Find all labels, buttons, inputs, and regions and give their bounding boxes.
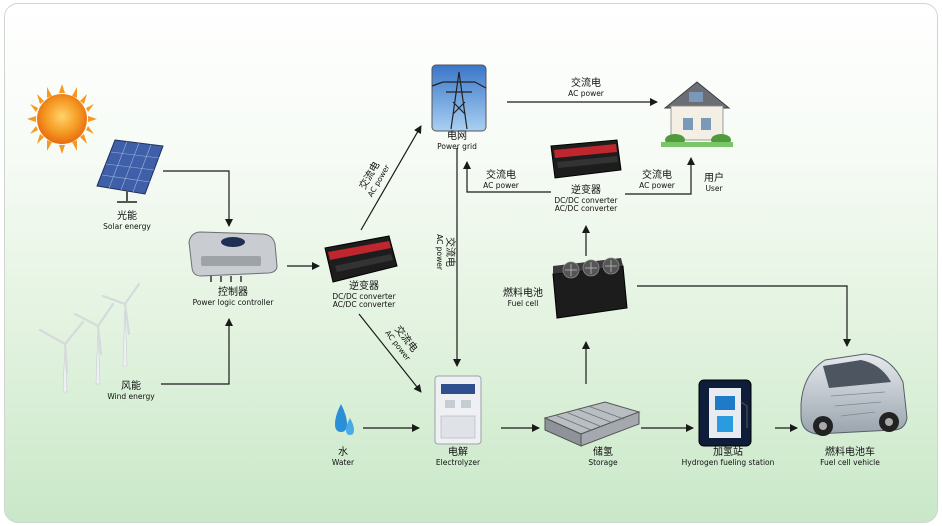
label-inverter-user-zh: 逆变器 <box>571 185 601 196</box>
label-vehicle-en: Fuel cell vehicle <box>820 457 880 467</box>
label-inverter-user-en1: DC/DC converter <box>554 195 618 205</box>
label-electrolyzer-zh: 电解 <box>448 447 468 458</box>
label-inverter-user-en2: AC/DC converter <box>554 204 618 214</box>
water-drop-icon <box>335 404 354 435</box>
arrow-wind-to-controller <box>161 318 233 385</box>
flow-arrows <box>161 98 851 432</box>
label-solar: 光能 Solar energy <box>97 211 157 231</box>
label-inverter-main: 逆变器 DC/DC converter AC/DC converter <box>319 281 409 310</box>
label-water: 水 Water <box>323 447 363 467</box>
label-grid-zh: 电网 <box>447 131 467 142</box>
edge-label-grid-to-house: 交流电 AC power <box>551 78 621 98</box>
edge-label-inverter-to-grid-2-zh: 交流电 <box>486 170 516 181</box>
fuel-station-icon <box>698 379 752 447</box>
label-wind-zh: 风能 <box>121 381 141 392</box>
controller-icon <box>188 231 278 282</box>
edge-label-grid-to-electrolyzer-zh: 交流电 <box>444 237 456 268</box>
edge-label-grid-to-electrolyzer-en: AC power <box>435 234 445 270</box>
edge-label-grid-to-house-en: AC power <box>568 88 604 98</box>
label-grid-en: Power grid <box>437 141 477 151</box>
storage-tank-icon <box>543 401 641 447</box>
label-vehicle: 燃料电池车 Fuel cell vehicle <box>805 447 895 467</box>
label-fuel-cell-en: Fuel cell <box>507 298 539 308</box>
electrolyzer-icon <box>434 375 482 445</box>
edge-label-grid-to-electrolyzer: 交流电 AC power <box>435 222 456 282</box>
fuel-cell-icon <box>552 257 628 319</box>
label-user-en: User <box>705 183 723 193</box>
label-wind: 风能 Wind energy <box>101 381 161 401</box>
label-station-zh: 加氢站 <box>713 447 743 458</box>
edge-label-inverter-to-user: 交流电 AC power <box>627 170 687 190</box>
label-water-en: Water <box>331 457 355 467</box>
label-inverter-user: 逆变器 DC/DC converter AC/DC converter <box>541 185 631 214</box>
arrow-inverter-to-electrolyzer <box>358 313 422 393</box>
house-icon <box>661 81 733 147</box>
label-controller-zh: 控制器 <box>218 287 248 298</box>
label-wind-en: Wind energy <box>107 391 155 401</box>
label-storage: 储氢 Storage <box>573 447 633 467</box>
label-user-zh: 用户 <box>704 173 724 184</box>
label-electrolyzer: 电解 Electrolyzer <box>425 447 491 467</box>
power-tower-icon <box>431 64 487 132</box>
flow-diagram <box>27 64 908 447</box>
edge-label-inverter-to-user-zh: 交流电 <box>642 170 672 181</box>
inverter-icon <box>550 139 622 179</box>
edge-label-inverter-to-user-en: AC power <box>639 180 675 190</box>
solar-panel-icon <box>96 139 164 203</box>
label-inverter-main-zh: 逆变器 <box>349 281 379 292</box>
label-solar-en: Solar energy <box>103 221 151 231</box>
label-storage-en: Storage <box>588 457 618 467</box>
arrow-fuelcell-to-vehicle <box>637 285 851 347</box>
label-fuel-cell: 燃料电池 Fuel cell <box>497 288 549 308</box>
edge-label-grid-to-house-zh: 交流电 <box>571 78 601 89</box>
car-icon <box>800 353 908 436</box>
diagram-frame: 光能 Solar energy 风能 Wind energy 控制器 Power… <box>4 3 938 523</box>
arrow-solar-to-controller <box>163 170 233 227</box>
edge-label-inverter-to-grid-2-en: AC power <box>483 180 519 190</box>
label-inverter-main-en2: AC/DC converter <box>332 300 396 310</box>
wind-turbine-icon <box>38 282 141 393</box>
inverter-icon <box>324 235 398 283</box>
edge-label-inverter-to-grid-2: 交流电 AC power <box>471 170 531 190</box>
label-electrolyzer-en: Electrolyzer <box>435 457 481 467</box>
arrow-inverter-to-grid <box>360 125 422 231</box>
label-controller-en: Power logic controller <box>192 297 274 307</box>
label-grid: 电网 Power grid <box>427 131 487 151</box>
label-fuel-cell-zh: 燃料电池 <box>503 288 543 299</box>
label-vehicle-zh: 燃料电池车 <box>825 447 875 458</box>
label-storage-zh: 储氢 <box>593 447 613 458</box>
label-controller: 控制器 Power logic controller <box>173 287 293 307</box>
label-solar-zh: 光能 <box>117 211 137 222</box>
label-water-zh: 水 <box>338 447 348 458</box>
label-station: 加氢站 Hydrogen fueling station <box>671 447 785 467</box>
arrow-inverter-to-grid-2 <box>463 161 551 193</box>
label-station-en: Hydrogen fueling station <box>681 457 775 467</box>
sun-icon <box>27 84 97 154</box>
label-user: 用户 User <box>699 173 729 193</box>
label-inverter-main-en1: DC/DC converter <box>332 291 396 301</box>
arrow-inverter-to-user <box>625 157 695 195</box>
